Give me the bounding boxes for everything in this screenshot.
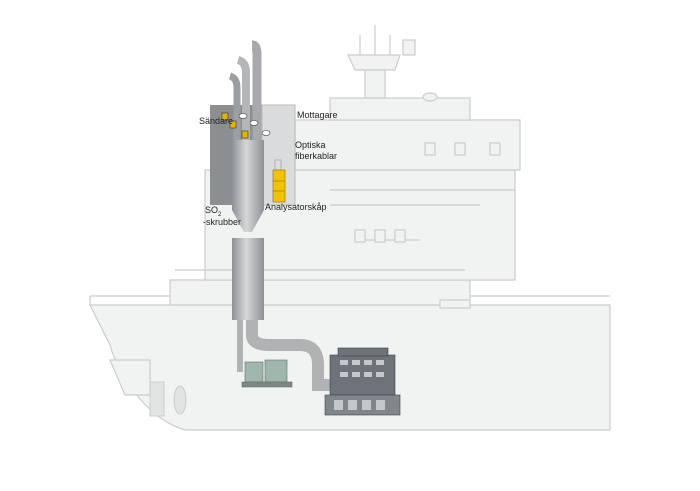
- scrubber-tower: [232, 140, 330, 391]
- label-analyzer: Analysatorskåp: [265, 202, 327, 212]
- label-scrubber-line2: -skrubber: [203, 217, 242, 227]
- exhaust-stacks: [228, 40, 262, 150]
- sensor-units: [221, 112, 271, 139]
- label-scrubber-sub: 2: [218, 211, 222, 218]
- label-sender: Sändare: [199, 116, 234, 126]
- label-receiver: Mottagare: [297, 110, 338, 120]
- generator: [241, 359, 293, 388]
- label-fiber-line2: fiberkablar: [295, 151, 338, 161]
- label-fiber-line1: Optiska: [295, 140, 326, 150]
- analyzer-cabinet: [272, 159, 286, 203]
- propeller-icon: [149, 381, 187, 417]
- label-scrubber: SO2: [205, 205, 221, 220]
- main-engine: [324, 347, 401, 416]
- label-scrubber-so: SO: [205, 205, 219, 215]
